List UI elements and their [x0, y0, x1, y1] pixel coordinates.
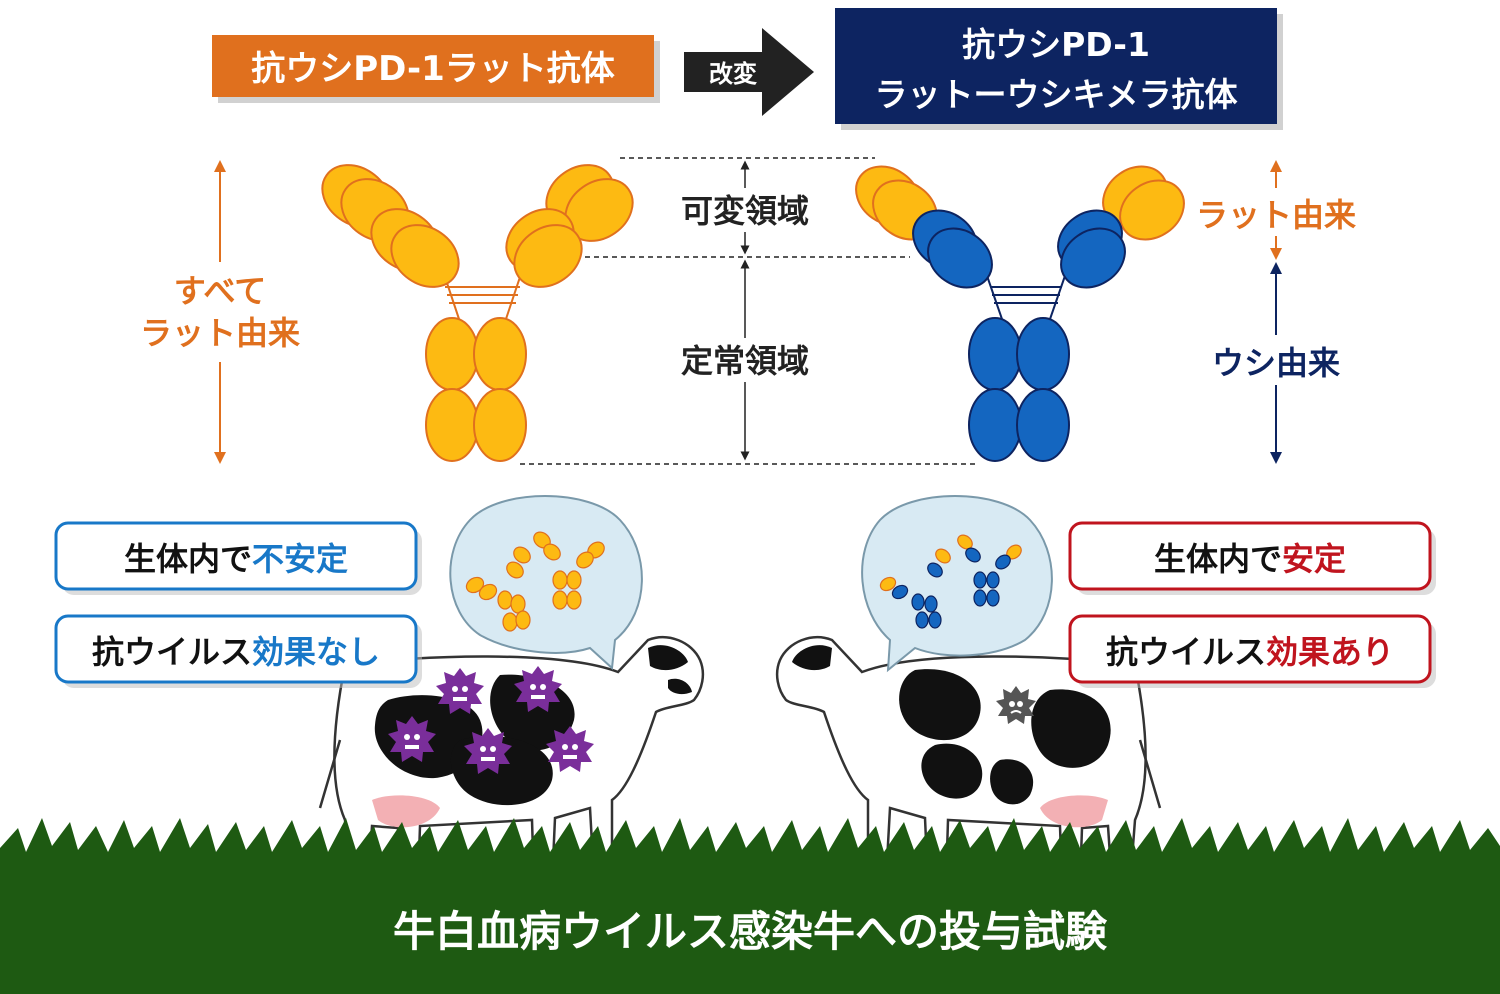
svg-text:生体内で不安定: 生体内で不安定: [124, 540, 348, 578]
right-result-box-effect: 抗ウイルス効果あり: [1068, 614, 1436, 688]
header-right-box: 抗ウシPD-1 ラットーウシキメラ抗体: [835, 8, 1283, 130]
header-left-box: 抗ウシPD-1ラット抗体: [212, 35, 660, 103]
virus-icon: [464, 728, 512, 774]
left-origin-line1: すべて: [174, 272, 266, 310]
virus-icon: [436, 668, 484, 714]
inactive-virus-icon: [996, 686, 1036, 724]
left-cow: [318, 635, 705, 887]
virus-icon: [546, 726, 594, 772]
mini-rat-antibody: [533, 531, 605, 610]
left-effect-prefix: 抗ウイルス: [92, 633, 252, 671]
right-stability-highlight: 安定: [1282, 540, 1346, 578]
left-result-box-effect: 抗ウイルス効果なし: [54, 614, 422, 688]
right-cow-origin-label: ウシ由来: [1212, 344, 1340, 382]
virus-icon: [514, 666, 562, 712]
grass: [0, 818, 1500, 994]
header-right-label-line2: ラットーウシキメラ抗体: [875, 75, 1238, 114]
rat-antibody: [321, 164, 634, 462]
left-effect-highlight: 効果なし: [252, 633, 380, 671]
header-left-label: 抗ウシPD-1ラット抗体: [251, 49, 615, 89]
left-stability-prefix: 生体内で: [124, 540, 252, 578]
left-speech-bubble: [449, 495, 643, 671]
footer-caption: 牛白血病ウイルス感染牛への投与試験: [393, 907, 1108, 956]
mini-rat-antibody: [465, 546, 531, 632]
right-stability-prefix: 生体内で: [1154, 540, 1282, 578]
right-speech-bubble: [861, 495, 1053, 673]
virus-icon: [388, 716, 436, 762]
right-result-box-stability: 生体内で安定: [1068, 521, 1436, 595]
mini-chimera-antibody: [879, 548, 951, 629]
mini-chimera-antibody: [957, 534, 1022, 607]
svg-text:抗ウイルス効果なし: 抗ウイルス効果なし: [92, 633, 380, 671]
svg-text:抗ウイルス効果あり: 抗ウイルス効果あり: [1106, 633, 1394, 671]
header-arrow-label: 改変: [709, 60, 757, 88]
right-rat-origin-label: ラット由来: [1196, 196, 1356, 234]
left-result-box-stability: 生体内で不安定: [54, 521, 422, 595]
left-stability-highlight: 不安定: [252, 540, 348, 578]
chimera-antibody: [855, 165, 1185, 462]
constant-region-label: 定常領域: [681, 342, 809, 380]
header-right-label-line1: 抗ウシPD-1: [962, 25, 1150, 64]
header-arrow: 改変: [684, 28, 814, 116]
variable-region-label: 可変領域: [681, 192, 809, 230]
left-origin-line2: ラット由来: [140, 314, 300, 352]
svg-text:生体内で安定: 生体内で安定: [1154, 540, 1346, 578]
right-effect-prefix: 抗ウイルス: [1106, 633, 1266, 671]
right-effect-highlight: 効果あり: [1266, 633, 1394, 671]
